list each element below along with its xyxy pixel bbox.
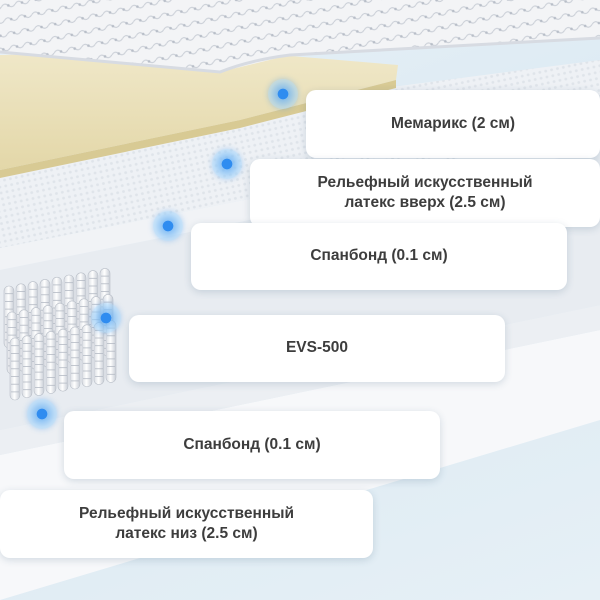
layer-label: Мемарикс (2 см) [390, 114, 516, 132]
layer-card-spunbond-top: Спанбонд (0.1 см) [191, 223, 567, 290]
layer-card-memory-foam: Мемарикс (2 см) [306, 90, 600, 158]
layer-card-spunbond-bottom: Спанбонд (0.1 см) [64, 411, 440, 479]
layer-label-line-1: Рельефный искусственный [79, 504, 294, 522]
layer-label: Спанбонд (0.1 см) [310, 247, 448, 265]
memory-foam-marker-icon [268, 79, 298, 109]
layer-label-line-2: латекс вверх (2.5 см) [344, 194, 506, 211]
latex-top-marker-icon [212, 149, 242, 179]
memory-foam-edge [0, 80, 396, 178]
springs-marker-icon [91, 303, 121, 333]
spunbond-top-marker-icon [153, 211, 183, 241]
layer-label: EVS-500 [285, 339, 349, 357]
memory-foam-layer [0, 50, 398, 170]
quilted-cover-edge [0, 36, 600, 74]
layer-card-latex-top: Рельефный искусственный латекс вверх (2.… [250, 159, 600, 227]
layer-label-line-2: латекс низ (2.5 см) [115, 525, 258, 542]
layer-card-springs: EVS-500 [129, 315, 505, 382]
layer-label: Спанбонд (0.1 см) [183, 435, 321, 453]
spunbond-bottom-marker-icon [27, 399, 57, 429]
layer-card-latex-bottom: Рельефный искусственный латекс низ (2.5 … [0, 490, 373, 558]
quilted-cover [0, 0, 600, 72]
layer-label-line-1: Рельефный искусственный [317, 173, 533, 191]
